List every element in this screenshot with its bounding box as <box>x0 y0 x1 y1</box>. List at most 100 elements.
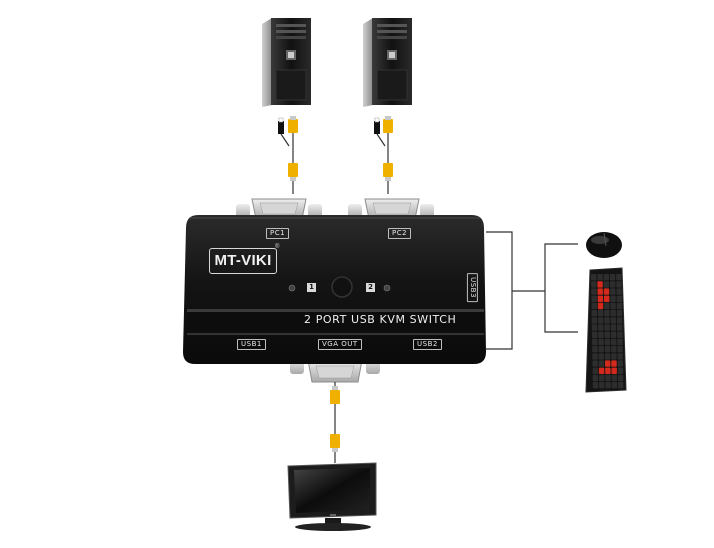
keyboard-key <box>617 360 623 367</box>
usb-connection-lines <box>486 231 578 350</box>
keyboard-key <box>591 295 597 302</box>
keyboard-key <box>605 360 611 367</box>
keyboard-key <box>604 324 610 331</box>
keyboard-key <box>616 317 623 324</box>
computer-tower-icon <box>262 18 311 107</box>
keyboard-key <box>597 310 604 317</box>
keyboard-key <box>610 295 616 302</box>
keyboard-key <box>617 324 623 331</box>
keyboard-key <box>591 317 598 324</box>
keyboard-key <box>597 288 603 295</box>
port-select-button[interactable] <box>331 276 353 298</box>
keyboard-key <box>598 338 604 346</box>
keyboard-key <box>592 353 598 360</box>
keyboard-key <box>611 374 617 382</box>
keyboard-key <box>592 331 598 338</box>
keyboard-key <box>598 331 604 338</box>
keyboard-key <box>610 288 616 295</box>
keyboard-key <box>604 346 611 353</box>
keyboard-key <box>591 274 597 281</box>
mouse-icon <box>586 232 622 258</box>
keyboard-key <box>604 317 610 324</box>
pc1-cable <box>278 116 298 194</box>
keyboard-key <box>616 302 623 310</box>
port-label-usb3: USB3 <box>466 273 478 302</box>
keyboard-key <box>604 338 611 346</box>
keyboard-key <box>617 338 623 346</box>
keyboard-key <box>598 367 605 374</box>
keyboard-key <box>598 346 604 353</box>
keyboard-key <box>616 310 623 317</box>
keyboard-key <box>611 367 617 374</box>
keyboard-key <box>610 317 616 324</box>
pc1-led-icon <box>288 284 296 292</box>
button-number-2: 2 <box>366 283 375 292</box>
keyboard-key <box>617 331 623 338</box>
keyboard-key <box>603 274 609 281</box>
keyboard-key <box>611 382 618 389</box>
port-label-pc1: PC1 <box>266 228 290 239</box>
keyboard-key <box>605 374 611 382</box>
keyboard-key <box>604 310 610 317</box>
pc2-cable <box>374 116 393 194</box>
keyboard-key <box>603 288 610 295</box>
computer-tower-icon <box>363 18 412 107</box>
keyboard-key <box>591 302 597 310</box>
keyboard-key <box>592 367 598 374</box>
keyboard-key <box>597 302 604 310</box>
pc2-vga-port <box>348 198 434 220</box>
keyboard-key <box>603 281 610 288</box>
keyboard-key <box>591 281 597 288</box>
keyboard-key <box>599 382 605 389</box>
keyboard-key <box>591 288 597 295</box>
keyboard-key <box>604 295 610 302</box>
keyboard-key <box>604 302 610 310</box>
keyboard-key <box>591 310 597 317</box>
keyboard-key <box>598 360 605 367</box>
pc1-vga-port <box>236 198 322 220</box>
keyboard-key <box>604 331 610 338</box>
keyboard-key <box>610 324 617 331</box>
pc2-led-icon <box>383 284 391 292</box>
keyboard-key <box>598 324 604 331</box>
keyboard-key <box>605 367 611 374</box>
port-label-vga-out: VGA OUT <box>318 339 362 350</box>
keyboard-key <box>597 281 603 288</box>
keyboard-key <box>617 374 624 382</box>
keyboard-key <box>611 360 617 367</box>
keyboard-key <box>598 317 604 324</box>
port-label-pc2: PC2 <box>388 228 412 239</box>
keyboard-key <box>604 353 611 360</box>
port-label-usb1: USB1 <box>237 339 266 350</box>
keyboard-key <box>616 288 622 295</box>
brand-logo: MT-VIKI <box>209 248 277 274</box>
keyboard-key <box>610 310 616 317</box>
keyboard-key <box>592 346 598 353</box>
keyboard-key <box>592 338 598 346</box>
keyboard-key <box>591 324 598 331</box>
keyboard-key <box>617 367 624 374</box>
keyboard-key <box>610 331 617 338</box>
keyboard-key <box>599 374 605 382</box>
registered-mark: ® <box>275 244 280 250</box>
monitor-cable <box>330 382 340 463</box>
keyboard-icon <box>585 267 627 393</box>
keyboard-key <box>609 274 616 281</box>
keyboard-key <box>592 382 599 389</box>
keyboard-key <box>592 374 599 382</box>
keyboard-key <box>618 382 624 389</box>
keyboard-key <box>617 353 623 360</box>
keyboard-key <box>616 281 622 288</box>
button-number-1: 1 <box>307 283 316 292</box>
keyboard-key <box>610 281 616 288</box>
keyboard-key <box>617 346 623 353</box>
keyboard-key <box>611 346 617 353</box>
monitor-icon <box>287 462 377 531</box>
kvm-switch-body <box>183 215 486 364</box>
keyboard-key <box>611 338 617 346</box>
keyboard-key <box>592 360 598 367</box>
keyboard-key <box>616 295 622 302</box>
model-title: 2 PORT USB KVM SWITCH <box>304 313 457 326</box>
port-label-usb2: USB2 <box>413 339 442 350</box>
